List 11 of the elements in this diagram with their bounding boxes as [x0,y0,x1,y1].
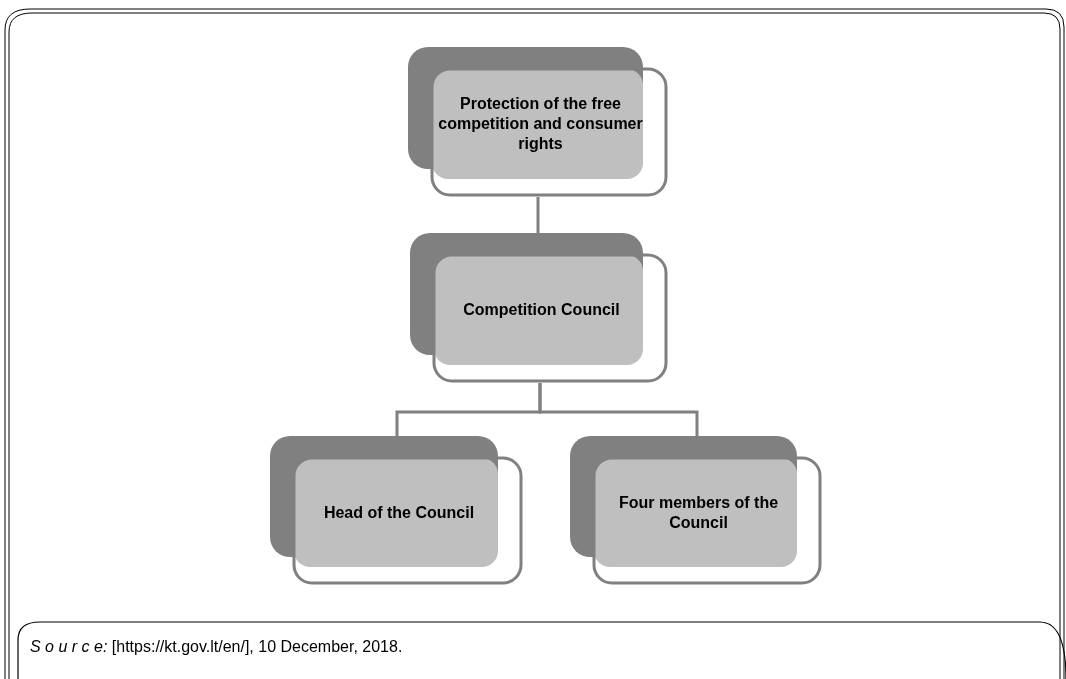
connector-line [536,197,540,233]
box-label: Head of the Council [323,502,475,523]
source-caption: S o u r c e: [https://kt.gov.lt/en/], 10 December, 2018. [30,638,403,656]
connector-line [538,383,699,436]
org-box [410,233,668,383]
org-box [270,436,523,585]
box-label: Competition Council [463,300,620,320]
org-box [408,47,668,197]
org-box [570,436,822,585]
box-label: Protection of the free competition and consumer rights [437,94,644,154]
box-label: Four members of the Council [617,492,780,533]
